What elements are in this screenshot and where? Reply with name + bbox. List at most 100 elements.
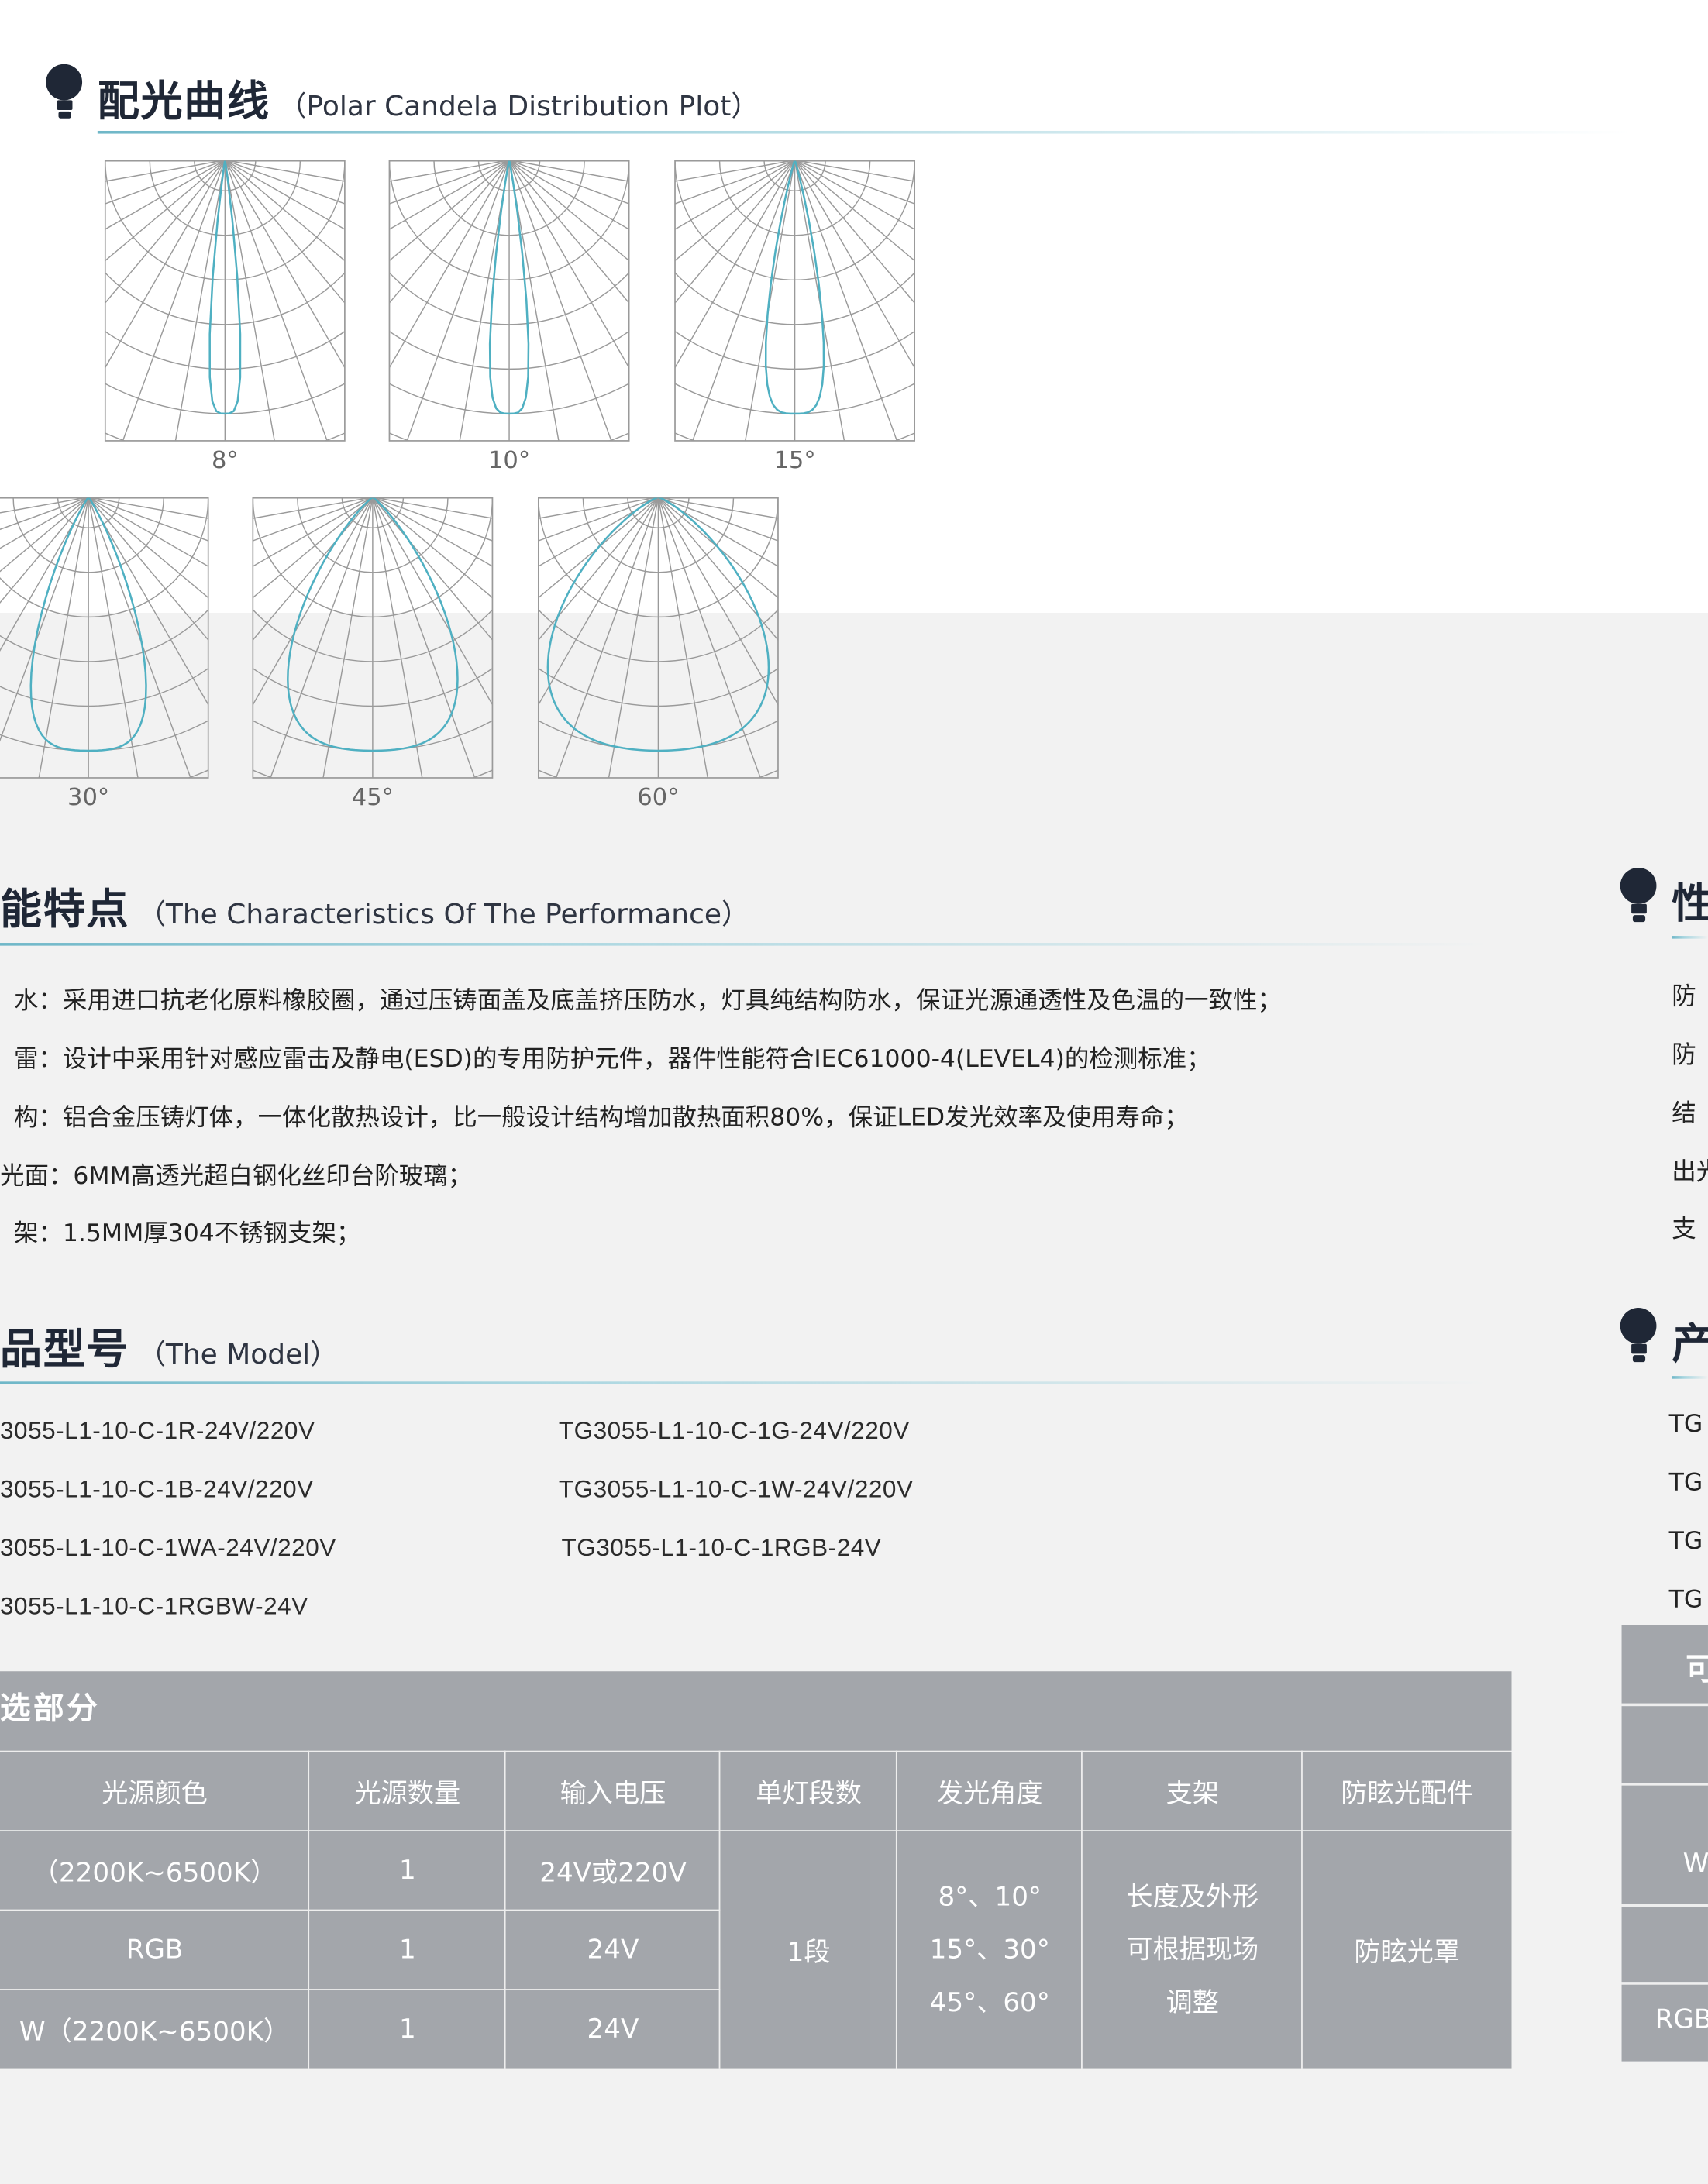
polar-spoke	[0, 497, 88, 531]
polar-section-title: 配光曲线（Polar Candela Distribution Plot）	[98, 67, 759, 128]
polar-spoke	[674, 160, 795, 304]
polar-spoke	[0, 497, 89, 573]
polar-spoke	[658, 497, 779, 641]
polar-spoke	[538, 497, 658, 519]
feature-line: 水：采用进口抗老化原料橡胶圈，通过压铸面盖及底盖挤压防水，灯具纯结构防水，保证光…	[13, 987, 1282, 1016]
right-model: TG	[1668, 1528, 1703, 1556]
table-cell-qty: 1	[308, 1989, 506, 2069]
polar-spoke	[674, 160, 795, 369]
table-cell-qty: 1	[308, 1830, 506, 1910]
polar-spoke	[270, 497, 374, 779]
table-header: 支架	[1081, 1750, 1303, 1831]
polar-spoke	[538, 497, 659, 599]
polar-spoke	[794, 160, 915, 369]
right-feature: 支	[1672, 1216, 1696, 1244]
polar-spoke	[538, 497, 659, 567]
polar-spoke	[538, 497, 659, 542]
row-divider	[1621, 1982, 1708, 1984]
polar-spoke	[373, 497, 493, 519]
model-section-title: 品型号（The Model）	[0, 1315, 338, 1376]
polar-spoke	[389, 160, 510, 262]
polar-spoke	[794, 160, 915, 304]
polar-spoke	[88, 497, 208, 567]
right-options-table: 可 W RGB	[1621, 1625, 1708, 2062]
beam-curve	[764, 160, 825, 415]
polar-spoke	[406, 160, 510, 441]
polar-spoke	[794, 160, 845, 441]
polar-ring	[0, 720, 208, 752]
polar-spoke	[674, 160, 794, 182]
polar-plot-svg	[0, 497, 209, 779]
right-feature: 防	[1672, 1041, 1696, 1070]
polar-spoke	[225, 160, 345, 369]
feature-line: 光面：6MM高透光超白钢化丝印台阶玻璃；	[0, 1163, 473, 1192]
polar-spoke	[88, 497, 208, 641]
polar-spoke	[225, 160, 345, 304]
model-item: 3055-L1-10-C-1R-24V/220V	[0, 1416, 315, 1445]
polar-spoke	[674, 160, 795, 230]
beam-curve	[29, 497, 147, 752]
polar-spoke	[122, 160, 226, 441]
polar-ring	[0, 608, 208, 662]
polar-spoke	[659, 497, 779, 519]
polar-spoke	[226, 160, 345, 182]
model-title-rule	[0, 1381, 1491, 1384]
bulb-icon	[46, 64, 83, 119]
model-title-zh: 品型号	[0, 1326, 130, 1375]
plot-angle-label: 30°	[67, 784, 110, 813]
right-model: TG	[1668, 1411, 1703, 1439]
polar-spoke	[509, 160, 629, 205]
polar-plot	[0, 497, 209, 779]
beam-curve	[208, 160, 242, 415]
right-rule	[1672, 1376, 1708, 1379]
right-table-cell: RGB	[1655, 2003, 1708, 2035]
right-model-title: 产	[1672, 1309, 1708, 1371]
polar-spoke	[38, 497, 89, 779]
beam-curve	[546, 497, 770, 752]
polar-spoke	[322, 497, 374, 779]
table-cell-angles: 8°、10° 15°、30° 45°、60°	[895, 1830, 1083, 2069]
right-performance-title: 性	[1672, 869, 1708, 930]
model-title-en: （The Model）	[137, 1336, 339, 1371]
right-rule	[1672, 936, 1708, 939]
options-table: 选部分 光源颜色 光源数量 输入电压 单灯段数 发光角度 支架 防眩光配件 （2…	[0, 1671, 1512, 2069]
polar-spoke	[373, 497, 493, 542]
polar-plot	[252, 497, 494, 779]
table-cell-qty: 1	[308, 1909, 506, 1990]
polar-spoke	[373, 497, 493, 567]
polar-plot	[537, 497, 779, 779]
polar-spoke	[691, 160, 796, 441]
polar-spoke	[253, 497, 373, 599]
polar-spoke	[508, 160, 560, 441]
table-header: 光源数量	[308, 1750, 506, 1831]
polar-spoke	[88, 497, 191, 779]
polar-spoke	[509, 160, 629, 262]
polar-spoke	[105, 160, 225, 205]
polar-plot-svg	[252, 497, 494, 779]
polar-spoke	[105, 160, 226, 369]
polar-spoke	[253, 497, 373, 567]
model-item: TG3055-L1-10-C-1G-24V/220V	[558, 1416, 910, 1445]
polar-title-zh: 配光曲线	[97, 77, 270, 127]
polar-spoke	[508, 160, 629, 304]
table-cell-voltage: 24V	[504, 1989, 721, 2069]
polar-spoke	[225, 160, 345, 230]
polar-spoke	[372, 497, 476, 779]
bulb-icon	[1620, 867, 1657, 923]
polar-spoke	[389, 160, 510, 304]
polar-spoke	[658, 497, 779, 542]
performance-title-zh: 能特点	[0, 886, 130, 935]
polar-spoke	[372, 497, 493, 641]
polar-spoke	[389, 160, 509, 205]
polar-plot	[388, 160, 630, 442]
polar-spoke	[509, 160, 629, 230]
polar-spoke	[372, 497, 493, 706]
polar-spoke	[510, 160, 629, 182]
polar-spoke	[608, 497, 659, 779]
polar-spoke	[225, 160, 345, 262]
right-feature: 结	[1672, 1100, 1696, 1129]
polar-spoke	[0, 497, 88, 514]
polar-spoke	[372, 497, 423, 779]
right-table-caption: 可	[1686, 1645, 1708, 1690]
